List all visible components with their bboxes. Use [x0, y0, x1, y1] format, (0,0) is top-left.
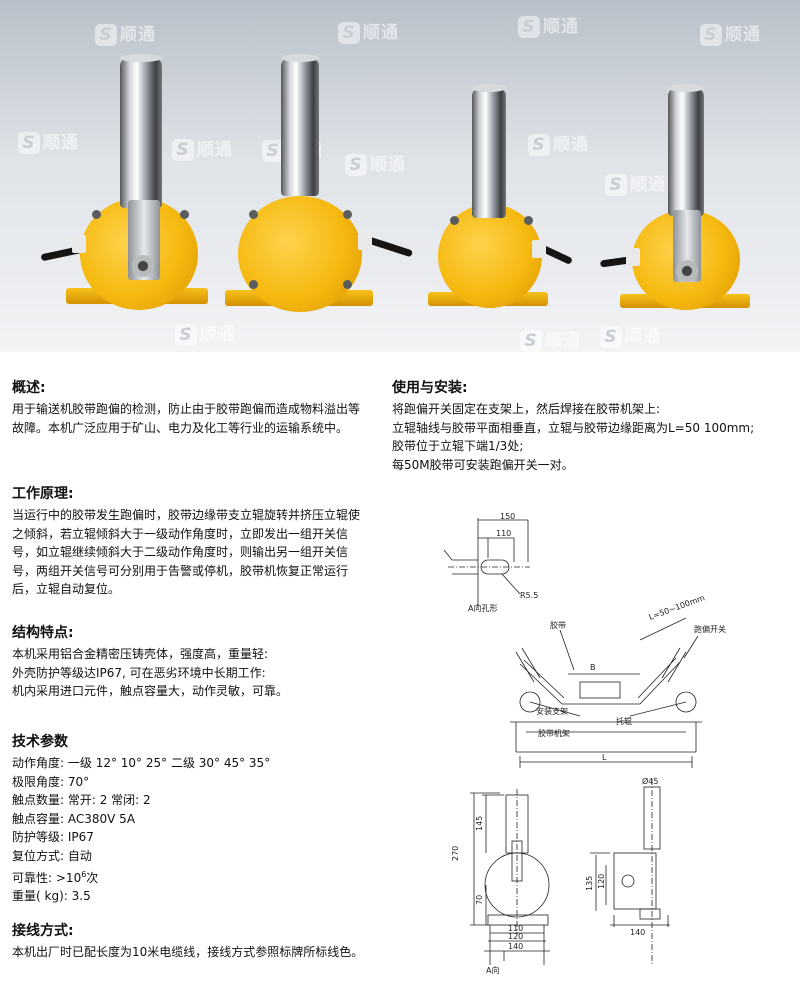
- spec-label: 复位方式:: [12, 848, 65, 863]
- spec-value: >10: [55, 870, 82, 885]
- dim-70: 70: [475, 895, 484, 905]
- features-line: 外壳防护等级达IP67, 可在恶劣环境中长期工作:: [12, 665, 266, 680]
- wiring-section: 接线方式: 本机出厂时已配长度为10米电缆线，接线方式参照标牌所标线色。: [12, 922, 364, 962]
- spec-label: 重量( kg):: [12, 889, 68, 904]
- specs-title: 技术参数: [12, 734, 68, 750]
- label-frame: 胶带机架: [538, 728, 570, 738]
- spec-label: 触点容量:: [12, 811, 65, 826]
- dim-120b: 120: [597, 874, 606, 889]
- features-title: 结构特点:: [12, 625, 74, 641]
- principle-title: 工作原理:: [12, 486, 74, 502]
- spec-row: 触点容量: AC380V 5A: [12, 810, 372, 829]
- install-section: 使用与安装: 将跑偏开关固定在支架上，然后焊接在胶带机架上: 立辊轴线与胶带平面…: [392, 379, 792, 474]
- dim-145: 145: [475, 816, 484, 831]
- spec-row: 复位方式: 自动: [12, 847, 372, 866]
- label-bracket: 安装支架: [536, 706, 568, 716]
- spec-row: 触点数量: 常开: 2 常闭: 2: [12, 791, 372, 810]
- label-b: B: [590, 663, 596, 672]
- spec-exponent: 6: [81, 869, 87, 879]
- switch-photo-3: [420, 80, 573, 320]
- installation-drawing: 胶带 L=50~100mm 跑偏开关 安装支架 胶带机架 托辊 B L: [510, 593, 726, 768]
- mounting-hole-drawing: 150 110 R5.5 A向孔形: [443, 512, 538, 613]
- wiring-text: 本机出厂时已配长度为10米电缆线，接线方式参照标牌所标线色。: [12, 945, 364, 959]
- spec-label: 动作角度:: [12, 756, 65, 770]
- dim-270: 270: [451, 846, 460, 861]
- features-line: 本机采用铝合金精密压铸壳体，强度高，重量轻:: [12, 647, 269, 661]
- spec-value: 自动: [67, 848, 92, 863]
- overview-section: 概述: 用于输送机胶带跑偏的检测，防止由于胶带跑偏而造成物料溢出等故障。本机广泛…: [12, 379, 364, 437]
- spec-row: 动作角度: 一级 12° 10° 25° 二级 30° 45° 35°: [12, 754, 372, 773]
- dim-150: 150: [500, 512, 515, 521]
- spec-row: 可靠性: >106次: [12, 866, 372, 888]
- install-line: 每50M胶带可安装跑偏开关一对。: [392, 457, 574, 472]
- product-photo: S顺通 S顺通 S顺通 S顺通 S顺通 S顺通 S顺通 S顺通 S顺通 S顺通 …: [0, 0, 800, 352]
- install-title: 使用与安装:: [392, 380, 468, 396]
- label-switch: 跑偏开关: [694, 624, 726, 634]
- spec-value: 常开: 2 常闭: 2: [67, 793, 151, 808]
- spec-row: 防护等级: IP67: [12, 828, 372, 847]
- spec-label: 触点数量:: [12, 793, 65, 808]
- principle-section: 工作原理: 当运行中的胶带发生跑偏时，胶带边缘带支立辊旋转并挤压立辊使之倾斜，若…: [12, 485, 364, 599]
- dim-r55: R5.5: [520, 591, 538, 600]
- features-line: 机内采用进口元件，触点容量大，动作灵敏，可靠。: [12, 684, 289, 699]
- specs-section: 技术参数 动作角度: 一级 12° 10° 25° 二级 30° 45° 35°…: [12, 733, 372, 906]
- install-line: 立辊轴线与胶带平面相垂直，立辊与胶带边缘距离为L=50 100mm;: [392, 420, 755, 435]
- spec-value: AC380V 5A: [67, 811, 136, 826]
- dim-110b: 110: [508, 924, 523, 933]
- switch-photo-1: [40, 50, 220, 320]
- install-line: 胶带位于立辊下端1/3处;: [392, 439, 524, 454]
- install-line: 将跑偏开关固定在支架上，然后焊接在胶带机架上:: [392, 402, 661, 416]
- dim-120: 120: [508, 932, 523, 941]
- label-l: L: [602, 753, 607, 762]
- principle-text: 当运行中的胶带发生跑偏时，胶带边缘带支立辊旋转并挤压立辊使之倾斜，若立辊倾斜大于…: [12, 508, 361, 597]
- wiring-title: 接线方式:: [12, 923, 74, 939]
- label-distance: L=50~100mm: [648, 593, 707, 622]
- overview-text: 用于输送机胶带跑偏的检测，防止由于胶带跑偏而造成物料溢出等故障。本机广泛应用于矿…: [12, 402, 361, 435]
- switch-photo-4: [599, 80, 780, 320]
- dimension-drawing: 270 145 70 110 120 140 Ø45 135 120 140 A…: [451, 776, 670, 975]
- dim-110: 110: [496, 529, 511, 538]
- dim-135: 135: [585, 876, 594, 891]
- dim-140: 140: [508, 942, 523, 951]
- spec-row: 极限角度: 70°: [12, 773, 372, 792]
- view-a-label: A向: [486, 965, 499, 975]
- spec-value: 3.5: [71, 889, 91, 904]
- view-caption: A向孔形: [468, 603, 497, 613]
- spec-value: IP67: [67, 830, 94, 845]
- overview-title: 概述:: [12, 380, 46, 396]
- label-belt: 胶带: [550, 620, 566, 630]
- spec-value: 一级 12° 10° 25° 二级 30° 45° 35°: [67, 756, 271, 770]
- spec-value: 70°: [67, 774, 90, 789]
- dim-dia45: Ø45: [642, 776, 658, 786]
- specs-table: 动作角度: 一级 12° 10° 25° 二级 30° 45° 35°极限角度:…: [12, 754, 372, 906]
- spec-suffix: 次: [86, 870, 99, 885]
- features-section: 结构特点: 本机采用铝合金精密压铸壳体，强度高，重量轻: 外壳防护等级达IP67…: [12, 624, 372, 701]
- spec-label: 极限角度:: [12, 774, 65, 789]
- switch-photo-2: [225, 50, 415, 320]
- label-roller: 托辊: [616, 716, 632, 726]
- spec-label: 可靠性:: [12, 870, 53, 885]
- dim-140b: 140: [630, 928, 645, 937]
- spec-label: 防护等级:: [12, 830, 65, 845]
- spec-row: 重量( kg): 3.5: [12, 887, 372, 906]
